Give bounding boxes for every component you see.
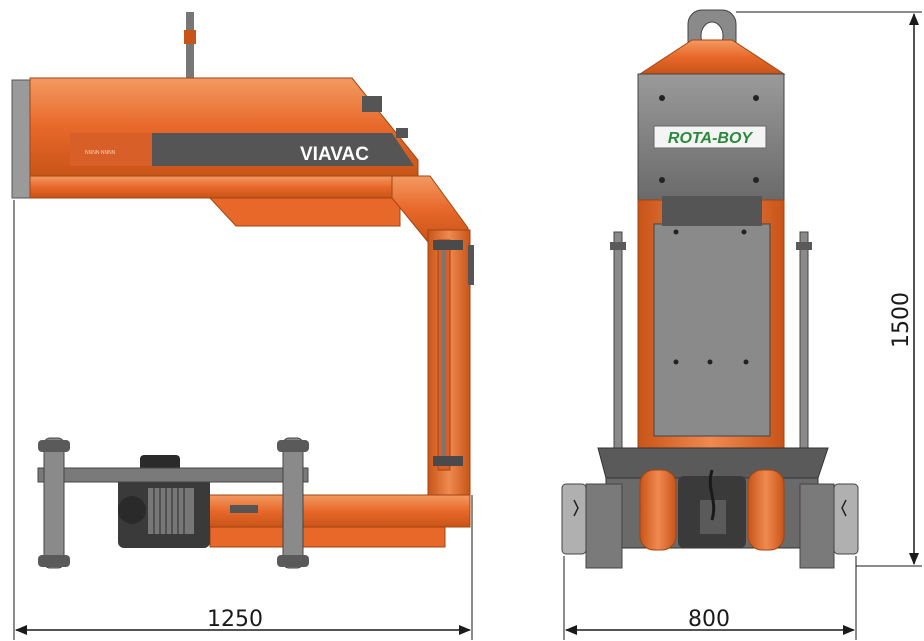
- front-view: ROTA-BOY: [561, 9, 922, 640]
- front-left-foot: [561, 483, 623, 569]
- front-left-rod: [613, 231, 623, 453]
- side-view: NNNN NNNN VIAVAC: [11, 12, 474, 640]
- side-end-cap: [11, 79, 33, 199]
- side-small-print: NNNN NNNN: [85, 150, 116, 156]
- side-right-foot: [277, 437, 309, 569]
- front-height-dimension-value: 1500: [889, 292, 914, 348]
- side-top-rod: [186, 12, 194, 80]
- side-width-dimension-value: 1250: [207, 607, 263, 632]
- side-cross-rail: [37, 467, 309, 483]
- front-brand-label: ROTA-BOY: [668, 130, 753, 147]
- front-body-panel: [653, 223, 771, 437]
- front-right-foot: [799, 483, 859, 569]
- front-left-wheel: [639, 469, 677, 551]
- front-right-wheel: [747, 469, 785, 551]
- front-base-frame: [597, 447, 829, 479]
- side-left-foot: [38, 437, 70, 569]
- front-right-rod: [799, 231, 809, 453]
- front-width-dimension-value: 800: [688, 607, 730, 632]
- front-brand-plate: [653, 125, 767, 149]
- front-top-triangle: [638, 39, 786, 75]
- side-arm-grey-band: [152, 133, 414, 166]
- side-brand-label: VIAVAC: [300, 144, 369, 165]
